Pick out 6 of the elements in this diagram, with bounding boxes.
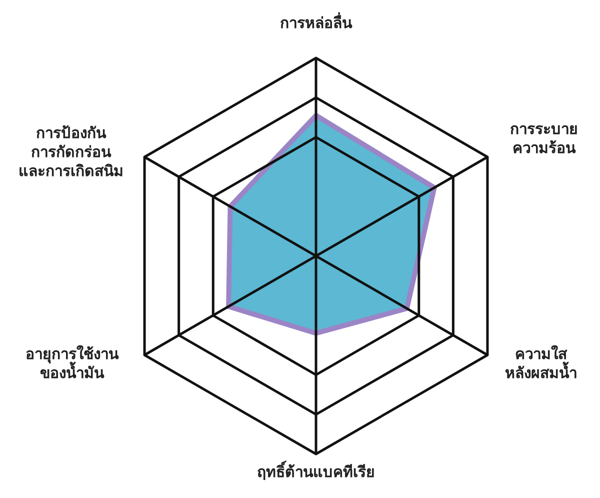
axis-label: ความใส หลังผสมน้ำ: [504, 345, 578, 383]
axis-label: การระบาย ความร้อน: [509, 120, 579, 158]
axis-label: ฤทธิ์ต้านแบคทีเรีย: [206, 463, 426, 482]
axis-label: การป้องกัน การกัดกร่อน และการเกิดสนิม: [18, 124, 124, 181]
axis-label: อายุการใช้งาน ของน้ำมัน: [24, 345, 120, 383]
axis-label: การหล่อลื่น: [279, 14, 354, 33]
